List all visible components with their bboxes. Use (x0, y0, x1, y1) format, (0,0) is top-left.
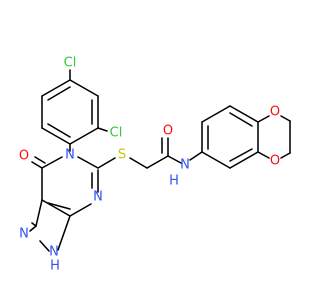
bond-bz-2 (201, 105, 231, 123)
bond-s-ch2 (129, 157, 148, 169)
h-pyrazole-label: H (50, 259, 60, 274)
bond-pz-1 (35, 199, 43, 227)
bond-pz-4 (39, 240, 50, 252)
nh-amide-label: N (180, 158, 190, 173)
bond-pyr-1 (41, 156, 63, 169)
bond-cl-ortho (97, 127, 108, 132)
bond-dcp-6 (41, 79, 71, 97)
bond-bz-3 (229, 105, 259, 123)
bond-dx-1 (257, 115, 270, 123)
cl-ortho-label: Cl (110, 126, 123, 141)
bond-bz-6 (201, 151, 231, 169)
s-thioether-label: S (118, 148, 126, 163)
bond-carbonyl-a (31, 161, 43, 169)
bond-dx-2 (280, 115, 291, 122)
bond-dcp-6-inner (47, 86, 71, 101)
bond-bz-5-inner (229, 148, 253, 162)
bond-carbonyl-b (34, 156, 46, 164)
bond-c-s (97, 157, 116, 169)
o-carbonyl-ring-label: O (19, 149, 29, 164)
bond-pyr-3 (41, 199, 71, 217)
bond-pz-5 (29, 225, 37, 232)
bond-pz-2 (31, 222, 37, 227)
bond-bz-5 (229, 151, 259, 169)
n-pyrazole-label: N (19, 227, 29, 242)
bond-dcp-4 (41, 127, 71, 145)
bond-dcp-1 (69, 79, 99, 97)
bond-dx-5 (257, 151, 270, 159)
bond-dx-4 (280, 152, 291, 159)
bond-dcp-4-inner (47, 123, 71, 138)
bond-c-n (167, 155, 182, 164)
bond-pyr-4 (69, 203, 92, 217)
background (0, 0, 300, 300)
bond-bz-3-inner (229, 112, 253, 127)
atom-label-layer: Cl Cl O N S N N N H O N H O O (19, 56, 280, 274)
bond-dcp-3 (69, 127, 99, 145)
bond-pz-3 (57, 215, 71, 251)
bond-ch2-c (146, 155, 169, 169)
nh-pyrazole-label: N (49, 245, 59, 260)
n-ring-pyrimidine-label: N (93, 190, 103, 205)
n-ring-pyrimidinone-label: N (65, 148, 75, 163)
bond-pyr-3-inner (47, 202, 71, 210)
bond-pyr-6 (77, 156, 99, 169)
o-dioxane-bottom-label: O (270, 154, 280, 169)
bond-n-ar (189, 151, 203, 161)
bond-layer (29, 69, 291, 252)
h-amide-label: H (169, 174, 179, 189)
cl-top-label: Cl (64, 56, 77, 71)
o-amide-label: O (163, 124, 173, 139)
molecule-structure-diagram: Cl Cl O N S N N N H O N H O O (0, 0, 300, 300)
o-dioxane-top-label: O (270, 105, 280, 120)
